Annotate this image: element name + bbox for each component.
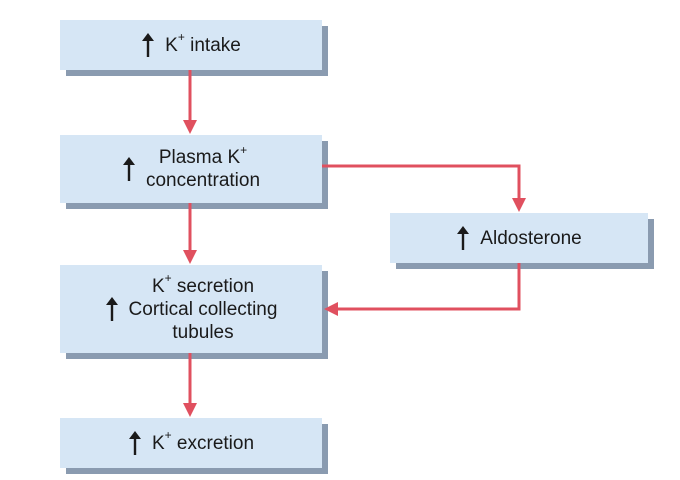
up-arrow-icon [105, 297, 118, 321]
node-k-excretion: K+ excretion [60, 418, 322, 468]
node-k-secretion-content: K+ secretion Cortical collecting tubules [105, 271, 278, 344]
node-aldosterone: Aldosterone [390, 213, 648, 263]
node-k-intake-content: K+ intake [141, 30, 241, 57]
node-plasma-k-concentration: Plasma K+ concentration [60, 135, 322, 203]
up-arrow-icon [457, 226, 470, 250]
node-plasma-k-label: Plasma K+ concentration [145, 142, 261, 192]
arrow-plasma-to-aldosterone [322, 164, 526, 212]
node-k-intake-label: K+ intake [165, 30, 241, 56]
node-k-secretion-line2: Cortical collecting [128, 298, 278, 320]
node-plasma-k-line2: concentration [145, 170, 261, 191]
node-plasma-k-content: Plasma K+ concentration [122, 142, 261, 192]
up-arrow-icon [128, 431, 141, 455]
arrow-plasma-to-secretion [183, 203, 197, 264]
node-k-secretion-line3: tubules [172, 321, 234, 343]
node-k-intake: K+ intake [60, 20, 322, 70]
arrow-secretion-to-excretion [183, 353, 197, 417]
arrow-aldosterone-to-secretion [324, 263, 521, 316]
up-arrow-icon [142, 33, 155, 57]
node-k-secretion-line1: K+ secretion [151, 271, 255, 297]
node-k-excretion-content: K+ excretion [128, 428, 255, 455]
node-aldosterone-label: Aldosterone [480, 227, 582, 249]
node-k-secretion: K+ secretion Cortical collecting tubules [60, 265, 322, 353]
node-aldosterone-content: Aldosterone [456, 226, 582, 250]
node-plasma-k-line1: Plasma K+ [158, 142, 248, 168]
node-k-secretion-label: K+ secretion Cortical collecting tubules [128, 271, 278, 344]
arrow-intake-to-plasma [183, 70, 197, 134]
up-arrow-icon [122, 157, 135, 181]
node-k-excretion-label: K+ excretion [151, 428, 255, 454]
